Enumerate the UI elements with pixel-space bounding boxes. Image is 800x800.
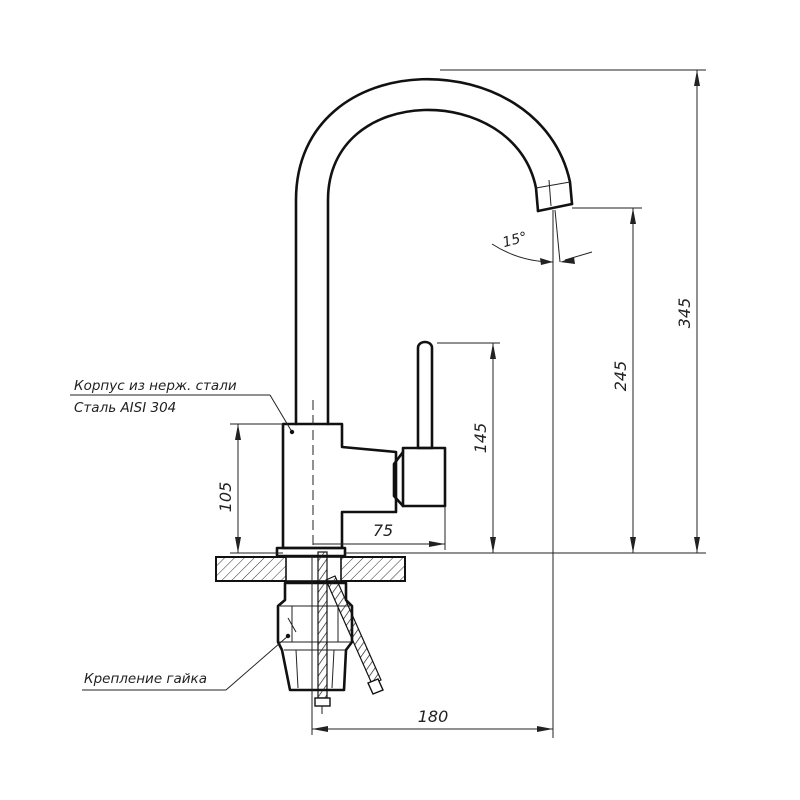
dimension-label-total-height: 345	[675, 298, 694, 329]
dimension-total-height: 345	[345, 69, 706, 554]
center-lines	[311, 400, 314, 735]
spout	[294, 77, 574, 426]
dimension-label-spout-angle: 15°	[501, 229, 529, 251]
dimension-label-spout-reach: 180	[418, 707, 449, 726]
countertop-section	[215, 556, 406, 582]
dimension-spout-height: 245	[572, 207, 642, 553]
label-steel-grade: Сталь AISI 304	[74, 400, 176, 416]
leader-mount-nut: Крепление гайка	[82, 633, 291, 691]
dimension-label-lever-height: 145	[471, 423, 490, 454]
dimension-lever-offset: 75	[313, 506, 446, 550]
dimension-label-lever-offset: 75	[373, 521, 393, 540]
label-mount-nut: Крепление гайка	[84, 671, 207, 687]
leader-body-material: Корпус из нерж. стали Сталь AISI 304	[70, 378, 295, 435]
dimension-body-height: 105	[216, 423, 283, 554]
lever-handle	[392, 340, 447, 508]
dimension-spout-reach: 180	[312, 262, 554, 738]
dimension-label-body-height: 105	[216, 482, 235, 513]
dimension-spout-angle: 15°	[491, 209, 593, 270]
supply-hoses	[314, 551, 384, 714]
dimension-lever-height: 145	[437, 342, 500, 553]
dimension-label-spout-height: 245	[611, 361, 630, 392]
label-body-material: Корпус из нерж. стали	[74, 378, 237, 394]
